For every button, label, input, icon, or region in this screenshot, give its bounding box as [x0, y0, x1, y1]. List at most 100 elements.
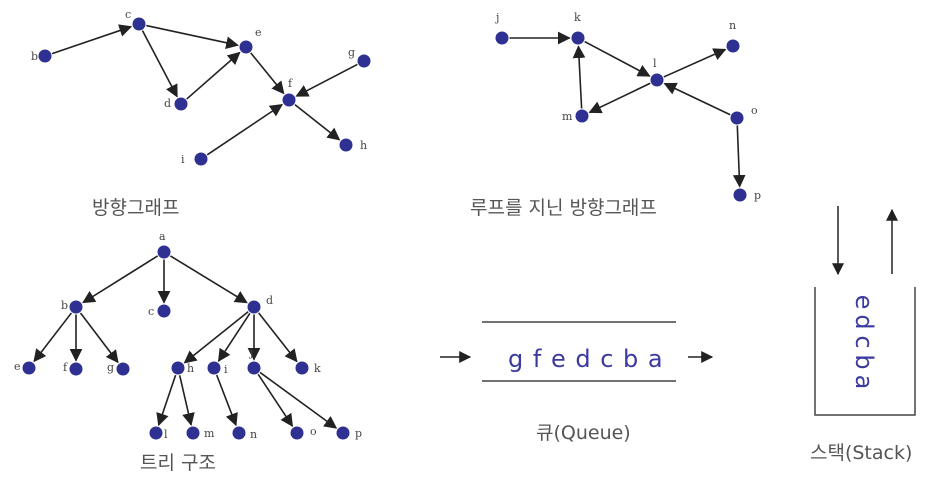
edge-l-n	[663, 48, 727, 78]
node-f	[69, 362, 83, 376]
node-k	[295, 361, 309, 375]
node-label-e: e	[14, 360, 21, 373]
node-label-m: m	[562, 110, 573, 123]
node-m	[186, 426, 200, 440]
node-label-p: p	[355, 427, 362, 440]
node-label-l: l	[164, 428, 168, 441]
node-label-p: p	[754, 189, 761, 202]
node-label-j: j	[248, 346, 253, 359]
node-label-o: o	[751, 104, 758, 117]
node-j	[495, 31, 509, 45]
stack-item-e: e	[850, 295, 878, 310]
node-label-j: j	[494, 11, 499, 24]
edge-i-f	[206, 104, 284, 156]
node-j	[247, 361, 261, 375]
node-label-c: c	[148, 305, 154, 318]
edge-a-d	[169, 255, 248, 304]
node-l	[650, 73, 664, 87]
node-o	[290, 426, 304, 440]
node-label-h: h	[360, 139, 367, 152]
tree-edges	[33, 255, 338, 429]
edge-b-c	[51, 24, 133, 55]
node-a	[157, 245, 171, 259]
edge-m-k	[572, 45, 586, 109]
loop-directed-graph: j k l m n o p 루프를 지닌 방향그래프	[470, 11, 761, 219]
directed-graph-caption: 방향그래프	[92, 197, 179, 219]
node-label-e: e	[255, 26, 262, 39]
edge-d-h	[183, 311, 249, 364]
edge-b-e	[33, 312, 73, 363]
node-label-k: k	[314, 362, 321, 375]
node-label-k: k	[574, 11, 581, 24]
edge-h-l	[156, 374, 177, 427]
node-label-f: f	[288, 77, 293, 90]
node-label-n: n	[729, 19, 736, 32]
edge-f-h	[294, 104, 341, 141]
node-label-i: i	[224, 363, 228, 376]
loop-graph-caption: 루프를 지닌 방향그래프	[470, 197, 657, 219]
edge-c-d	[141, 30, 178, 98]
node-n	[726, 39, 740, 53]
edge-j-p	[259, 371, 338, 429]
node-f	[282, 93, 296, 107]
node-g	[357, 54, 371, 68]
edge-o-l	[663, 82, 731, 116]
edge-l-m	[588, 82, 651, 114]
queue-content: g f e d c b a	[508, 345, 664, 373]
node-label-d: d	[164, 97, 171, 110]
node-b	[69, 300, 83, 314]
edge-h-m	[178, 375, 195, 426]
edge-j-o	[257, 373, 294, 427]
stack-item-b: b	[850, 354, 878, 369]
loop-graph-nodes: j k l m n o p	[494, 11, 761, 202]
node-h	[171, 361, 185, 375]
node-i	[194, 152, 208, 166]
node-b	[38, 49, 52, 63]
node-h	[339, 138, 353, 152]
node-e	[22, 361, 36, 375]
node-c	[132, 17, 146, 31]
directed-graph: b c d e f g h i 방향그래프	[31, 8, 371, 219]
edge-a-b	[82, 255, 159, 304]
stack-item-d: d	[850, 314, 878, 329]
node-n	[232, 426, 246, 440]
node-p	[336, 426, 350, 440]
node-label-b: b	[31, 50, 38, 63]
node-p	[733, 188, 747, 202]
stack-item-c: c	[850, 335, 878, 348]
node-label-a: a	[159, 230, 166, 243]
edge-b-g	[79, 312, 119, 364]
node-label-g: g	[107, 361, 114, 374]
node-e	[239, 40, 253, 54]
stack-item-a: a	[850, 375, 878, 390]
node-g	[116, 362, 130, 376]
node-label-d: d	[266, 294, 273, 307]
node-label-h: h	[187, 362, 194, 375]
node-label-g: g	[348, 46, 355, 59]
edge-o-p	[732, 125, 746, 188]
node-c	[157, 304, 171, 318]
directed-graph-nodes: b c d e f g h i	[31, 8, 371, 166]
edge-c-e	[146, 24, 239, 50]
node-o	[730, 111, 744, 125]
tree-caption: 트리 구조	[140, 452, 216, 474]
node-label-n: n	[250, 428, 257, 441]
node-k	[571, 31, 585, 45]
node-m	[575, 109, 589, 123]
node-d	[247, 300, 261, 314]
edge-i-n	[215, 374, 238, 427]
node-label-m: m	[204, 427, 215, 440]
loop-graph-edges	[509, 31, 746, 188]
queue-diagram: g f e d c b a 큐(Queue)	[440, 321, 714, 444]
node-label-i: i	[181, 153, 185, 166]
node-label-c: c	[125, 8, 131, 21]
edge-d-i	[217, 312, 251, 362]
node-label-f: f	[63, 361, 68, 374]
edge-k-l	[584, 40, 651, 77]
node-label-l: l	[653, 57, 657, 70]
